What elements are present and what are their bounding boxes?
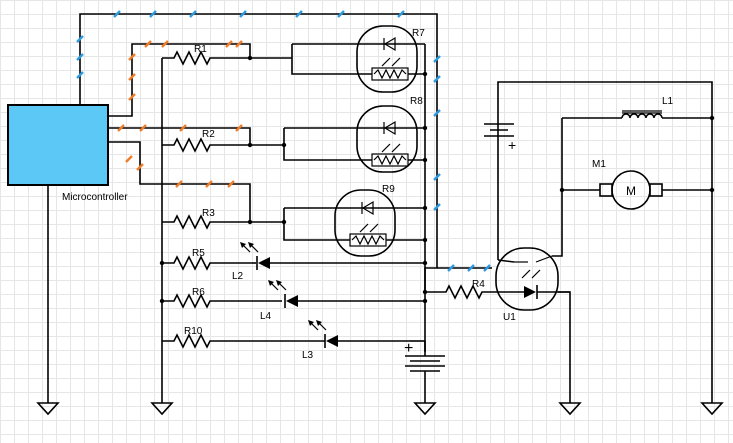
orange-bus-markers bbox=[117, 40, 243, 188]
blue-bus-markers bbox=[76, 10, 491, 272]
blue-bus-wire bbox=[79, 13, 492, 292]
motor-m1[interactable] bbox=[562, 170, 712, 210]
l3-label: L3 bbox=[302, 350, 314, 361]
r5-label: R5 bbox=[192, 248, 205, 259]
led-l3[interactable] bbox=[308, 320, 410, 348]
optocoupler-u1[interactable] bbox=[495, 118, 570, 311]
left-rail bbox=[150, 58, 174, 416]
right-loop bbox=[497, 81, 724, 416]
optocoupler-r9[interactable] bbox=[283, 189, 425, 257]
junction-dots bbox=[159, 55, 715, 304]
r3-label: R3 bbox=[202, 208, 215, 219]
r2-label: R2 bbox=[202, 129, 215, 140]
r10-label: R10 bbox=[184, 326, 203, 337]
ground-symbol-1 bbox=[36, 185, 60, 416]
battery-left[interactable] bbox=[405, 340, 445, 416]
resistor-r10[interactable] bbox=[162, 333, 325, 349]
resistor-r4[interactable] bbox=[425, 284, 506, 300]
microcontroller-label: Microcontroller bbox=[62, 192, 128, 203]
led-l2[interactable] bbox=[240, 242, 425, 270]
l2-label: L2 bbox=[232, 271, 244, 282]
orange-bus-wires bbox=[108, 43, 251, 222]
r8-label: R8 bbox=[410, 96, 423, 107]
led-l4[interactable] bbox=[268, 280, 425, 308]
battery-right-plus: + bbox=[508, 137, 516, 153]
ground-symbol-u1 bbox=[558, 291, 582, 416]
resistor-r2[interactable] bbox=[162, 137, 284, 153]
r7-label: R7 bbox=[412, 28, 425, 39]
resistor-r6[interactable] bbox=[162, 293, 282, 309]
battery-left-plus: + bbox=[404, 340, 413, 357]
resistor-r3[interactable] bbox=[162, 214, 284, 230]
r1-label: R1 bbox=[194, 44, 207, 55]
l4-label: L4 bbox=[260, 311, 272, 322]
optocoupler-r7[interactable] bbox=[291, 25, 425, 93]
r6-label: R6 bbox=[192, 287, 205, 298]
resistor-r1[interactable] bbox=[162, 50, 292, 66]
optocoupler-r8[interactable] bbox=[283, 105, 425, 173]
m1-label: M1 bbox=[592, 159, 606, 170]
resistor-r5[interactable] bbox=[162, 255, 252, 271]
l1-label: L1 bbox=[662, 96, 674, 107]
microcontroller-block[interactable] bbox=[7, 104, 109, 186]
r9-label: R9 bbox=[382, 184, 395, 195]
u1-label: U1 bbox=[503, 312, 516, 323]
r4-label: R4 bbox=[472, 279, 485, 290]
motor-symbol: M bbox=[626, 184, 636, 198]
battery-right[interactable] bbox=[484, 123, 514, 137]
inductor-l1[interactable] bbox=[562, 110, 712, 119]
